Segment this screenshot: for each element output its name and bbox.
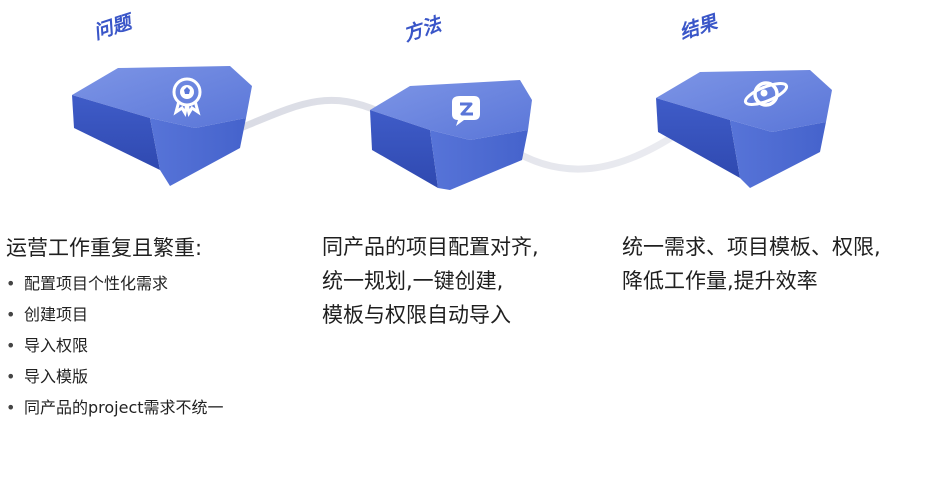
planet-icon [743, 81, 789, 107]
list-item: •导入模版 [6, 367, 89, 386]
problem-heading: 运营工作重复且繁重: [6, 236, 203, 260]
list-item: •同产品的project需求不统一 [6, 398, 224, 417]
list-item: •配置项目个性化需求 [6, 274, 169, 293]
chat-bubble-icon [452, 96, 480, 126]
stage-block-problem [72, 66, 252, 186]
process-diagram [72, 66, 832, 190]
list-item: •导入权限 [6, 336, 89, 355]
award-badge-icon [172, 77, 202, 117]
problem-bullet-list: •配置项目个性化需求 •创建项目 •导入权限 •导入模版 •同产品的projec… [6, 268, 224, 423]
stage-block-result [656, 70, 832, 188]
method-description: 同产品的项目配置对齐, 统一规划,一键创建, 模板与权限自动导入 [322, 235, 539, 327]
result-description: 统一需求、项目模板、权限, 降低工作量,提升效率 [622, 235, 881, 293]
stage-block-method [370, 80, 532, 190]
list-item: •创建项目 [6, 305, 89, 324]
